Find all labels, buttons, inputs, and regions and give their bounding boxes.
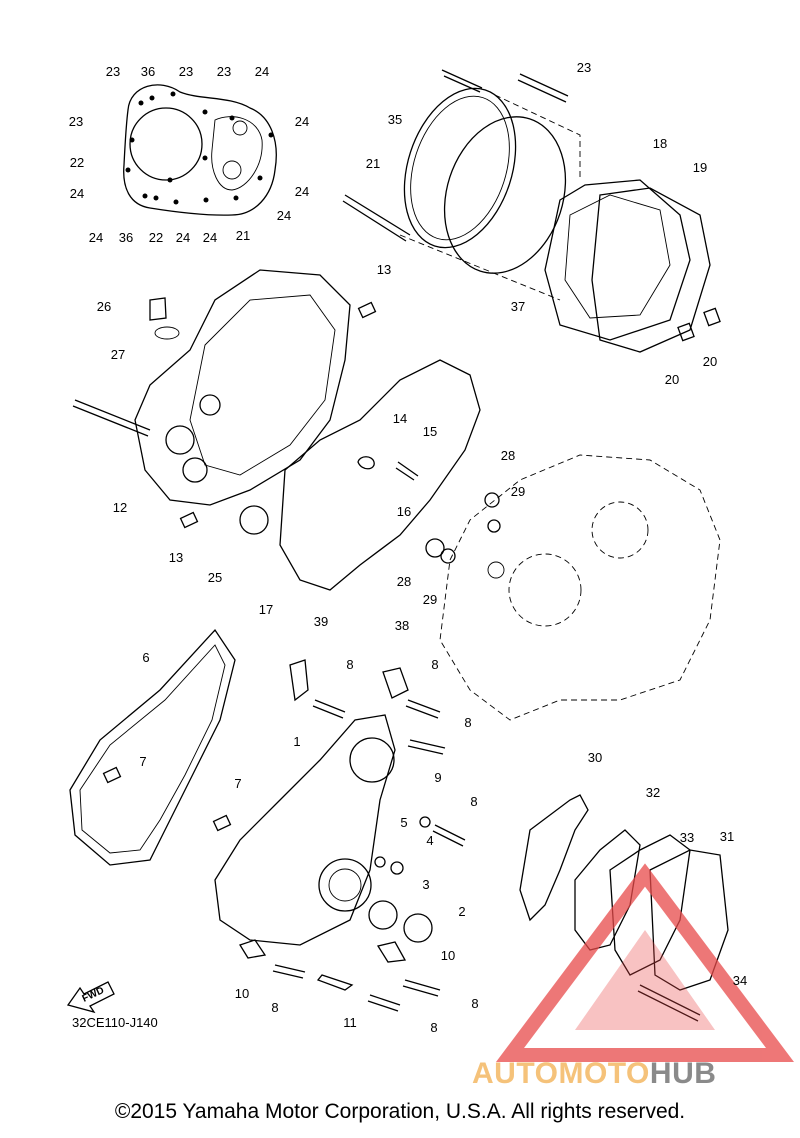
watermark-part2: HUB [649,1057,717,1090]
callout-12: 12 [113,500,127,515]
callout-8: 8 [271,1000,278,1015]
callout-6: 6 [142,650,149,665]
callout-23: 23 [69,114,83,129]
callout-24: 24 [89,230,103,245]
callout-23: 23 [217,64,231,79]
callout-14: 14 [393,411,407,426]
lower-cover-parts [69,628,466,1012]
fwd-arrow-icon: FWD [66,981,115,1014]
callout-24: 24 [203,230,217,245]
callout-34: 34 [733,973,747,988]
callout-8: 8 [470,794,477,809]
callout-24: 24 [70,186,84,201]
cover-gasket [279,359,481,591]
callout-21: 21 [366,156,380,171]
callout-4: 4 [426,833,433,848]
callout-10: 10 [235,986,249,1001]
callout-39: 39 [314,614,328,629]
callout-36: 36 [141,64,155,79]
callout-23: 23 [179,64,193,79]
callout-13: 13 [169,550,183,565]
callout-11: 11 [343,1015,357,1030]
callout-7: 7 [234,776,241,791]
watermark-logo [496,863,794,1062]
callout-20: 20 [665,372,679,387]
callout-13: 13 [377,262,391,277]
callout-24: 24 [176,230,190,245]
callout-17: 17 [259,602,273,617]
callout-25: 25 [208,570,222,585]
callout-8: 8 [346,657,353,672]
callout-30: 30 [588,750,602,765]
callout-26: 26 [97,299,111,314]
callout-24: 24 [295,114,309,129]
callout-9: 9 [434,770,441,785]
callout-38: 38 [395,618,409,633]
reference-code: 32CE110-J140 [72,1015,158,1030]
callout-37: 37 [511,299,525,314]
callout-36: 36 [119,230,133,245]
callout-28: 28 [397,574,411,589]
callout-18: 18 [653,136,667,151]
callout-24: 24 [295,184,309,199]
callout-23: 23 [106,64,120,79]
callout-8: 8 [430,1020,437,1035]
callout-28: 28 [501,448,515,463]
gasket-overview [123,84,277,216]
callout-23: 23 [577,60,591,75]
callout-2: 2 [458,904,465,919]
callout-24: 24 [277,208,291,223]
fwd-label: FWD [81,985,106,1005]
callout-10: 10 [441,948,455,963]
callout-15: 15 [423,424,437,439]
callout-8: 8 [464,715,471,730]
callout-16: 16 [397,504,411,519]
callout-1: 1 [293,734,300,749]
callout-20: 20 [703,354,717,369]
callout-33: 33 [680,830,694,845]
callout-8: 8 [471,996,478,1011]
callout-19: 19 [693,160,707,175]
callout-22: 22 [70,155,84,170]
callout-29: 29 [511,484,525,499]
outer-cover-parts [342,69,721,353]
callout-22: 22 [149,230,163,245]
crankcase [357,454,721,721]
callout-24: 24 [255,64,269,79]
callout-32: 32 [646,785,660,800]
callout-8: 8 [431,657,438,672]
copyright-notice: ©2015 Yamaha Motor Corporation, U.S.A. A… [114,1100,686,1123]
callout-35: 35 [388,112,402,127]
callout-31: 31 [720,829,734,844]
callout-29: 29 [423,592,437,607]
callout-27: 27 [111,347,125,362]
watermark-text: AUTOMOTOHUB [472,1057,716,1091]
watermark-part1: AUTOMOTO [472,1057,650,1090]
callout-5: 5 [400,815,407,830]
crankcase-cover [72,269,377,535]
callout-7: 7 [139,754,146,769]
callout-3: 3 [422,877,429,892]
callout-21: 21 [236,228,250,243]
